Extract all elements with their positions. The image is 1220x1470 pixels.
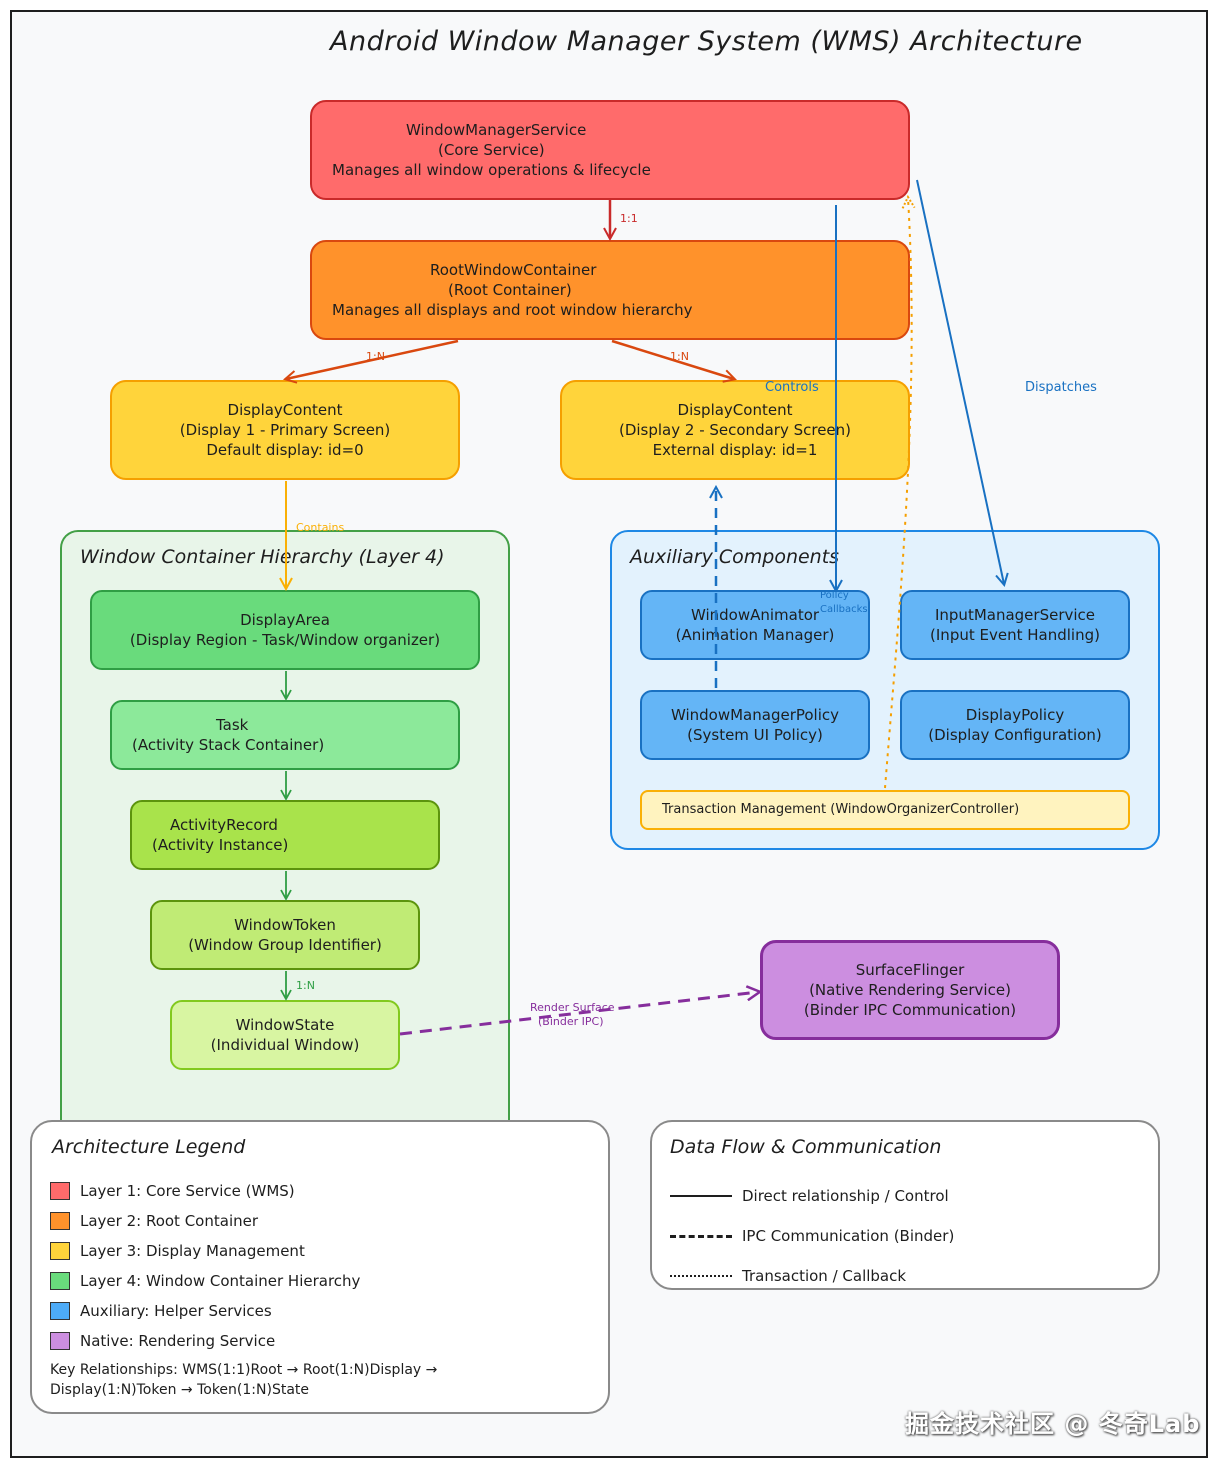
legend-item: Layer 3: Display Management	[50, 1236, 360, 1266]
data-flow-title: Data Flow & Communication	[670, 1136, 942, 1158]
node-subtitle: (Root Container)	[448, 281, 572, 299]
node-subtitle: (Native Rendering Service)	[809, 981, 1011, 999]
node-name: RootWindowContainer	[430, 261, 597, 279]
display-policy-node: DisplayPolicy (Display Configuration)	[900, 690, 1130, 760]
root-window-container-node: RootWindowContainer (Root Container) Man…	[310, 240, 910, 340]
data-flow-label: Direct relationship / Control	[742, 1187, 949, 1205]
node-description: Manages all displays and root window hie…	[332, 301, 693, 319]
node-description: External display: id=1	[652, 441, 818, 459]
node-description: (Binder IPC Communication)	[803, 1001, 1017, 1019]
dashed-line-sample	[670, 1234, 732, 1238]
node-subtitle: (Display Region - Task/Window organizer)	[129, 631, 441, 649]
node-name: Task	[216, 716, 249, 734]
node-subtitle: (Individual Window)	[210, 1036, 360, 1054]
legend-title: Architecture Legend	[52, 1136, 246, 1158]
legend-label: Layer 2: Root Container	[80, 1212, 259, 1230]
node-name: DisplayContent	[227, 401, 343, 419]
node-subtitle: (System UI Policy)	[687, 726, 823, 744]
legend-items: Layer 1: Core Service (WMS) Layer 2: Roo…	[50, 1176, 360, 1356]
edge-label-root-display1: 1:N	[366, 350, 385, 363]
task-node: Task (Activity Stack Container)	[110, 700, 460, 770]
legend-swatch	[50, 1242, 70, 1260]
legend-label: Layer 4: Window Container Hierarchy	[80, 1272, 361, 1290]
legend-item: Layer 1: Core Service (WMS)	[50, 1176, 360, 1206]
node-name: InputManagerService	[934, 606, 1096, 624]
node-subtitle: (Display 1 - Primary Screen)	[179, 421, 391, 439]
legend-label: Auxiliary: Helper Services	[80, 1302, 272, 1320]
node-subtitle: (Display 2 - Secondary Screen)	[618, 421, 852, 439]
legend-key-relationships: Key Relationships: WMS(1:1)Root → Root(1…	[50, 1360, 437, 1400]
data-flow-label: Transaction / Callback	[742, 1267, 907, 1285]
legend-item: Layer 4: Window Container Hierarchy	[50, 1266, 360, 1296]
node-description: Manages all window operations & lifecycl…	[332, 161, 651, 179]
display-area-node: DisplayArea (Display Region - Task/Windo…	[90, 590, 480, 670]
activity-record-node: ActivityRecord (Activity Instance)	[130, 800, 440, 870]
legend-label: Layer 3: Display Management	[80, 1242, 305, 1260]
legend-swatch	[50, 1182, 70, 1200]
transaction-management-node: Transaction Management (WindowOrganizerC…	[640, 790, 1130, 830]
node-subtitle: (Window Group Identifier)	[188, 936, 382, 954]
watermark: 掘金技术社区 @ 冬奇Lab	[905, 1410, 1201, 1438]
node-name: DisplayArea	[240, 611, 330, 629]
node-name: SurfaceFlinger	[855, 961, 965, 979]
legend-label: Layer 1: Core Service (WMS)	[80, 1182, 295, 1200]
window-token-node: WindowToken (Window Group Identifier)	[150, 900, 420, 970]
node-subtitle: (Animation Manager)	[675, 626, 835, 644]
key-relationships-line: Key Relationships: WMS(1:1)Root → Root(1…	[50, 1362, 438, 1378]
node-subtitle: (Display Configuration)	[928, 726, 1102, 744]
legend-swatch	[50, 1302, 70, 1320]
surface-flinger-node: SurfaceFlinger (Native Rendering Service…	[760, 940, 1060, 1040]
window-state-node: WindowState (Individual Window)	[170, 1000, 400, 1070]
window-manager-policy-node: WindowManagerPolicy (System UI Policy)	[640, 690, 870, 760]
node-subtitle: (Core Service)	[438, 141, 545, 159]
node-name: DisplayContent	[677, 401, 793, 419]
legend-item: Auxiliary: Helper Services	[50, 1296, 360, 1326]
window-hierarchy-group-title: Window Container Hierarchy (Layer 4)	[80, 546, 445, 568]
node-name: WindowToken	[234, 916, 336, 934]
edge-label-root-display2: 1:N	[670, 350, 689, 363]
legend-item: Layer 2: Root Container	[50, 1206, 360, 1236]
dotted-line-sample	[670, 1275, 732, 1277]
edge-label-callbacks: Callbacks	[820, 604, 868, 615]
edge-label-dispatches: Dispatches	[1025, 380, 1097, 395]
edge-label-render-surface: Render Surface	[530, 1001, 615, 1014]
legend-item: Native: Rendering Service	[50, 1326, 360, 1356]
data-flow-item: Transaction / Callback	[670, 1256, 954, 1296]
edge-label-controls: Controls	[765, 380, 819, 395]
edge-label-policy: Policy	[820, 590, 849, 601]
architecture-legend: Architecture Legend Layer 1: Core Servic…	[30, 1120, 610, 1414]
data-flow-label: IPC Communication (Binder)	[742, 1227, 955, 1245]
node-name: DisplayPolicy	[965, 706, 1065, 724]
node-subtitle: (Activity Stack Container)	[132, 736, 325, 754]
node-name: Transaction Management (WindowOrganizerC…	[662, 802, 1020, 817]
node-subtitle: (Input Event Handling)	[930, 626, 1100, 644]
display-content-secondary-node: DisplayContent (Display 2 - Secondary Sc…	[560, 380, 910, 480]
legend-label: Native: Rendering Service	[80, 1332, 276, 1350]
diagram-title: Android Window Manager System (WMS) Arch…	[330, 26, 1083, 57]
node-subtitle: (Activity Instance)	[152, 836, 289, 854]
input-manager-service-node: InputManagerService (Input Event Handlin…	[900, 590, 1130, 660]
edge-label-wms-root: 1:1	[620, 212, 638, 225]
legend-swatch	[50, 1272, 70, 1290]
display-content-primary-node: DisplayContent (Display 1 - Primary Scre…	[110, 380, 460, 480]
solid-line-sample	[670, 1195, 732, 1197]
data-flow-legend: Data Flow & Communication Direct relatio…	[650, 1120, 1160, 1290]
window-manager-service-node: WindowManagerService (Core Service) Mana…	[310, 100, 910, 200]
data-flow-items: Direct relationship / Control IPC Commun…	[670, 1176, 954, 1296]
edge-label-contains: Contains	[296, 521, 345, 534]
node-name: ActivityRecord	[170, 816, 278, 834]
node-name: WindowManagerService	[406, 121, 587, 139]
auxiliary-group-title: Auxiliary Components	[630, 546, 840, 568]
key-relationships-line: Display(1:N)Token → Token(1:N)State	[50, 1382, 309, 1398]
legend-swatch	[50, 1212, 70, 1230]
node-name: WindowState	[235, 1016, 335, 1034]
node-name: WindowAnimator	[690, 606, 820, 624]
legend-swatch	[50, 1332, 70, 1350]
data-flow-item: Direct relationship / Control	[670, 1176, 954, 1216]
node-name: WindowManagerPolicy	[670, 706, 840, 724]
edge-label-binder-ipc: (Binder IPC)	[538, 1015, 604, 1028]
node-description: Default display: id=0	[206, 441, 364, 459]
data-flow-item: IPC Communication (Binder)	[670, 1216, 954, 1256]
edge-label-token-state: 1:N	[296, 979, 315, 992]
